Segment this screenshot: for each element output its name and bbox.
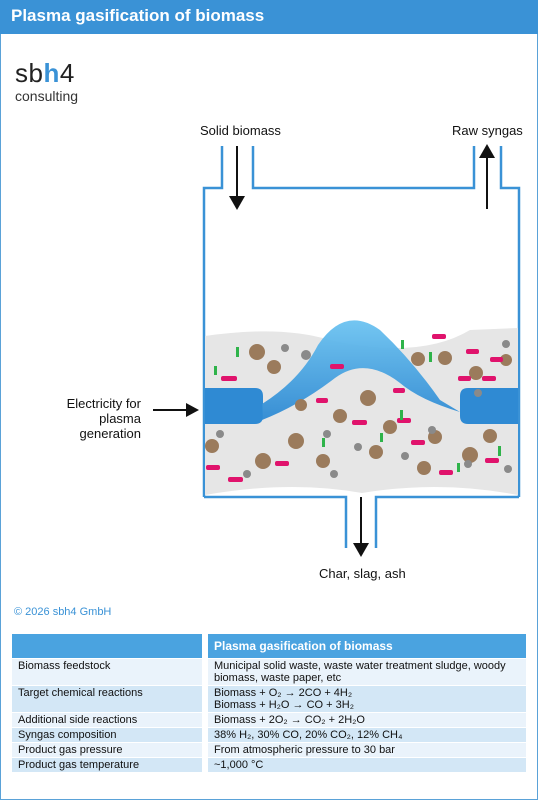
table-row: Product gas temperature ~1,000 °C xyxy=(12,758,526,772)
table-header-row: Plasma gasification of biomass xyxy=(12,634,526,658)
syngas-arrow xyxy=(479,144,495,209)
green-particles xyxy=(214,340,501,472)
label-char-slag-ash: Char, slag, ash xyxy=(319,566,406,581)
table-row: Syngas composition 38% H₂, 30% CO, 20% C… xyxy=(12,728,526,742)
spec-table: Plasma gasification of biomass Biomass f… xyxy=(12,633,526,773)
label-electricity: Electricity for plasma generation xyxy=(66,396,141,441)
ash-arrow xyxy=(353,497,369,557)
logo-tagline: consulting xyxy=(15,88,79,104)
copyright: © 2026 sbh4 GmbH xyxy=(14,606,112,618)
label-raw-syngas: Raw syngas xyxy=(452,123,523,138)
vessel-bottom xyxy=(204,495,519,548)
table-row: Target chemical reactions Biomass + O₂ →… xyxy=(12,686,526,712)
plasma-torch-right xyxy=(460,388,518,424)
vessel-wall xyxy=(202,146,521,497)
logo-wordmark: sbh4 xyxy=(15,58,75,88)
page-title: Plasma gasification of biomass xyxy=(11,6,265,25)
grey-particles xyxy=(216,340,512,478)
biomass-particles xyxy=(205,344,512,475)
table-row: Biomass feedstock Municipal solid waste,… xyxy=(12,659,526,685)
feed-arrow xyxy=(229,146,245,210)
sbh4-logo: sbh4 consulting xyxy=(15,60,78,104)
table-header: Plasma gasification of biomass xyxy=(208,634,526,658)
plasma-torch-left xyxy=(205,388,263,424)
electricity-arrow xyxy=(153,403,199,417)
title-bar: Plasma gasification of biomass xyxy=(0,0,538,34)
gasifier-diagram xyxy=(153,144,521,557)
table-row: Additional side reactions Biomass + 2O₂ … xyxy=(12,713,526,727)
pink-particles xyxy=(206,334,503,482)
table-row: Product gas pressure From atmospheric pr… xyxy=(12,743,526,757)
label-solid-biomass: Solid biomass xyxy=(200,123,281,138)
plasma-plume xyxy=(262,320,460,420)
biomass-bed xyxy=(205,328,518,495)
